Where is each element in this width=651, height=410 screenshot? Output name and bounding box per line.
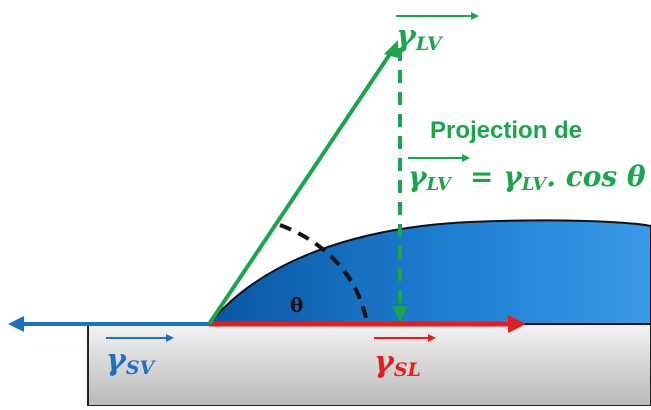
svg-text:γSV: γSV [106, 343, 157, 379]
svg-text:γLV: γLV [408, 160, 453, 195]
gamma-lv-arrowhead [384, 40, 398, 58]
gamma-sv-symbol: γ [106, 343, 127, 378]
svg-text:γLV: γLV [396, 19, 444, 55]
liquid-droplet [206, 219, 651, 325]
projection-gamma-vec-sub: LV [425, 174, 453, 195]
gamma-lv-subscript: LV [415, 33, 444, 55]
svg-text:= γLV. cos θ: = γLV. cos θ [470, 160, 646, 195]
projection-gamma-vec: γ [408, 160, 428, 193]
gamma-sv-subscript: SV [126, 357, 157, 379]
gamma-sv-arrowhead [8, 316, 24, 332]
gamma-sl-symbol: γ [374, 345, 395, 380]
projection-rhs: = γ [470, 160, 523, 193]
projection-equation: γLV = γLV. cos θ [408, 154, 646, 195]
projection-title: Projection de [430, 117, 582, 144]
theta-label: θ [290, 293, 303, 317]
gamma-lv-symbol: γ [396, 19, 417, 54]
gamma-sl-label: γSL [374, 334, 436, 381]
gamma-lv-arrow [207, 46, 396, 326]
gamma-sv-label: γSV [106, 334, 174, 379]
gamma-sl-arrowhead [508, 315, 526, 333]
projection-rhs-sub: LV [521, 174, 549, 195]
projection-rhs-tail: . cos θ [546, 160, 646, 193]
gamma-lv-label: γLV [396, 12, 479, 55]
angle-arc [279, 223, 368, 319]
gamma-sl-subscript: SL [394, 359, 421, 381]
svg-text:γSL: γSL [374, 345, 421, 381]
substrate [87, 322, 651, 407]
projection-arrowhead [392, 306, 408, 322]
